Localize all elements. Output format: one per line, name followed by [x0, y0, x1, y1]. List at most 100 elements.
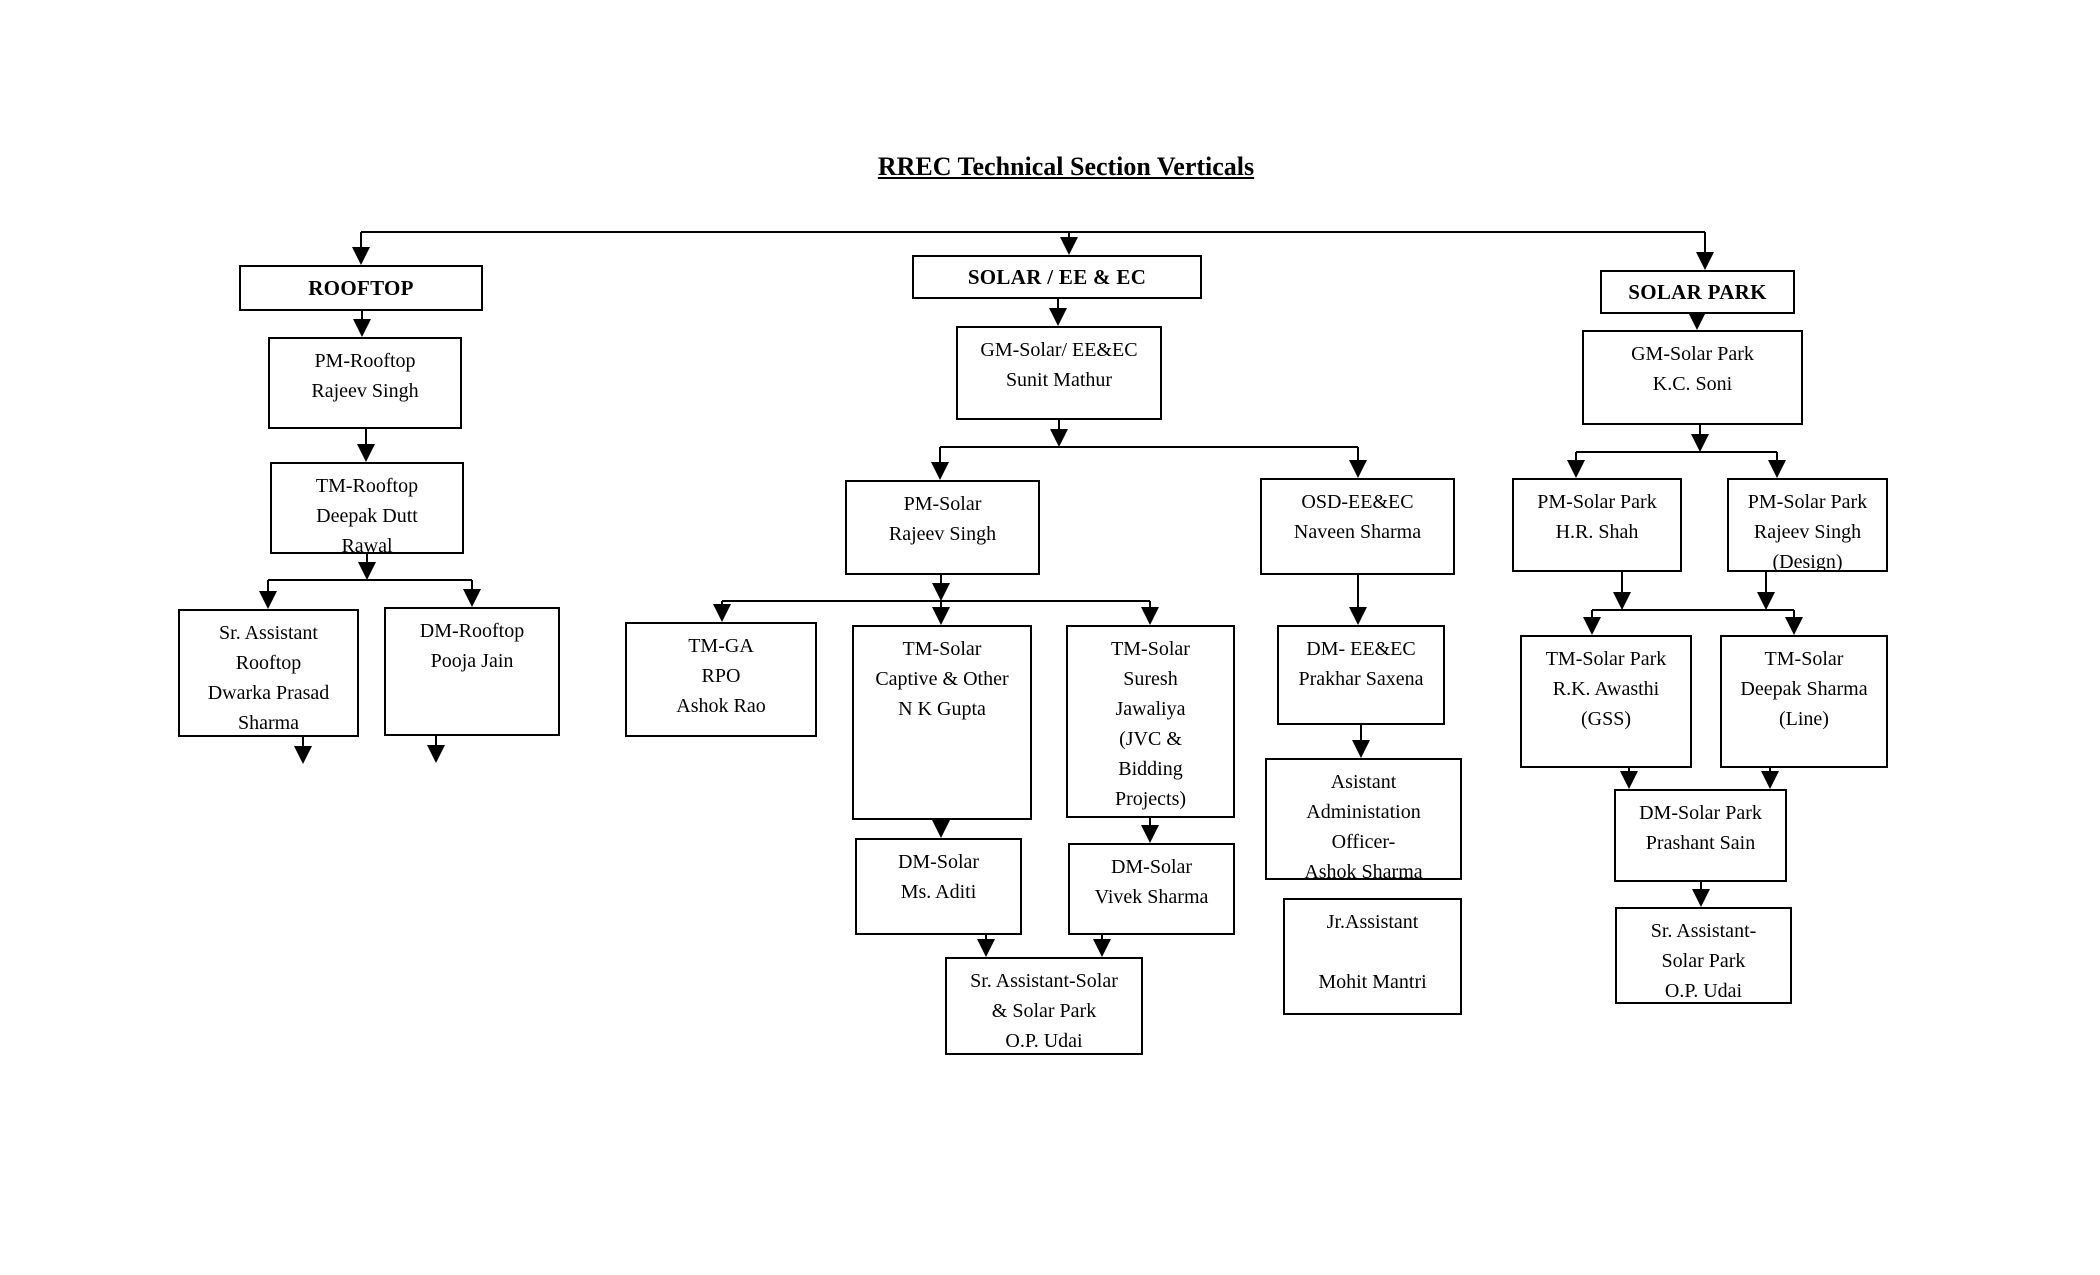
org-box-line: TM-Solar — [1764, 648, 1844, 670]
org-box-line: (Line) — [1779, 708, 1829, 730]
org-box-line: Rajeev Singh — [1753, 521, 1862, 543]
arrowhead-down-icon — [1761, 771, 1779, 789]
arrowhead-down-icon — [358, 562, 376, 580]
org-box-line — [1285, 937, 1460, 967]
org-box-line: Prashant Sain — [1645, 832, 1756, 854]
arrowhead-down-icon — [1049, 308, 1067, 326]
arrowhead-down-icon — [1567, 460, 1585, 478]
arrowhead-down-icon — [1141, 825, 1159, 843]
org-box-line: Solar Park — [1661, 950, 1746, 972]
org-box-jr-assistant: Jr.Assistant Mohit Mantri — [1283, 898, 1462, 1015]
org-box-osd-eeec: OSD-EE&EC Naveen Sharma — [1260, 478, 1455, 575]
org-box-line: DM-Solar — [1110, 856, 1193, 878]
arrowhead-down-icon — [1691, 434, 1709, 452]
org-box-line: GM-Solar/ EE&EC — [980, 339, 1138, 361]
connector-pm-rooftop-to-tm — [357, 429, 375, 462]
org-box-line: Sr. Assistant- — [1650, 920, 1757, 942]
org-box-line: TM-Rooftop — [315, 475, 419, 497]
connector-captive-to-dm-aditi — [932, 820, 950, 838]
org-box-line: (GSS) — [1580, 708, 1631, 730]
org-box-line: Rooftop — [235, 652, 302, 674]
connector-dm-vivek-to-sr-assistant-solar — [1093, 935, 1111, 957]
connector-gm-solar-split — [931, 420, 1367, 480]
arrowhead-down-icon — [1352, 740, 1370, 758]
org-box-solar-park-header: SOLAR PARK — [1600, 270, 1795, 314]
org-box-line: Ashok Rao — [676, 695, 766, 717]
org-box-line: PM-Solar Park — [1747, 491, 1868, 513]
arrowhead-down-icon — [1583, 617, 1601, 635]
connector-dm-rooftop-dangling — [427, 736, 445, 763]
arrowhead-down-icon — [1050, 429, 1068, 447]
org-box-line: & Solar Park — [991, 1000, 1097, 1022]
org-box-line: Vivek Sharma — [1094, 886, 1209, 908]
org-box-line: OSD-EE&EC — [1301, 491, 1414, 513]
arrowhead-down-icon — [932, 820, 950, 838]
arrowhead-down-icon — [1141, 607, 1159, 625]
org-box-line: DM-Solar Park — [1639, 802, 1762, 824]
arrowhead-down-icon — [931, 462, 949, 480]
connector-osd-to-dm-eeec — [1349, 575, 1367, 625]
arrowhead-down-icon — [1093, 939, 1111, 957]
org-box-line: R.K. Awasthi — [1552, 678, 1660, 700]
org-box-line: O.P. Udai — [1664, 980, 1743, 1002]
arrowhead-down-icon — [1060, 237, 1078, 255]
org-box-line: Suresh — [1123, 668, 1178, 690]
arrowhead-down-icon — [932, 607, 950, 625]
org-box-line: Officer- — [1331, 831, 1396, 853]
connector-dm-eeec-to-officer — [1352, 725, 1370, 758]
arrowhead-down-icon — [357, 444, 375, 462]
org-box-line: ROOFTOP — [308, 276, 414, 300]
connector-pm-park-merge-split — [1583, 572, 1803, 635]
arrowhead-down-icon — [1696, 252, 1714, 270]
org-box-rooftop-header: ROOFTOP — [239, 265, 483, 311]
arrowhead-down-icon — [1613, 592, 1631, 610]
org-box-line: Rajeev Singh — [311, 380, 419, 402]
connector-pm-solar-split — [713, 575, 1159, 625]
org-box-line: GM-Solar Park — [1631, 343, 1754, 365]
arrowhead-down-icon — [977, 939, 995, 957]
org-box-line: Dwarka Prasad — [207, 682, 330, 704]
arrowhead-down-icon — [1349, 607, 1367, 625]
arrowhead-down-icon — [1349, 460, 1367, 478]
org-box-line: Naveen Sharma — [1293, 521, 1422, 543]
org-box-line: Deepak Sharma — [1740, 678, 1868, 700]
org-box-line: Sr. Assistant — [219, 622, 318, 644]
org-box-line: O.P. Udai — [1005, 1030, 1083, 1052]
org-box-line: TM-Solar — [1111, 638, 1190, 660]
org-box-line: Bidding — [1118, 758, 1183, 780]
org-box-line: PM-Solar — [903, 493, 982, 515]
org-box-line: Administation — [1306, 801, 1421, 823]
connector-suresh-to-dm-vivek — [1141, 818, 1159, 843]
arrowhead-down-icon — [1785, 617, 1803, 635]
connector-tm-line-to-dm-park — [1761, 768, 1779, 789]
arrowhead-down-icon — [1688, 312, 1706, 330]
arrowhead-down-icon — [353, 319, 371, 337]
org-box-line: TM-Solar Park — [1545, 648, 1667, 670]
org-box-line: (Design) — [1772, 551, 1843, 572]
page-title: RREC Technical Section Verticals — [877, 152, 1255, 181]
connector-tm-gss-to-dm-park — [1620, 768, 1638, 789]
arrowhead-down-icon — [1757, 592, 1775, 610]
org-box-line: Prakhar Saxena — [1298, 668, 1424, 690]
connector-solar-header-to-gm — [1049, 299, 1067, 326]
arrowhead-down-icon — [713, 604, 731, 622]
org-box-line: Deepak Dutt — [316, 505, 418, 527]
arrowhead-down-icon — [1692, 889, 1710, 907]
arrowhead-down-icon — [932, 583, 950, 601]
org-box-line: K.C. Soni — [1652, 373, 1733, 395]
